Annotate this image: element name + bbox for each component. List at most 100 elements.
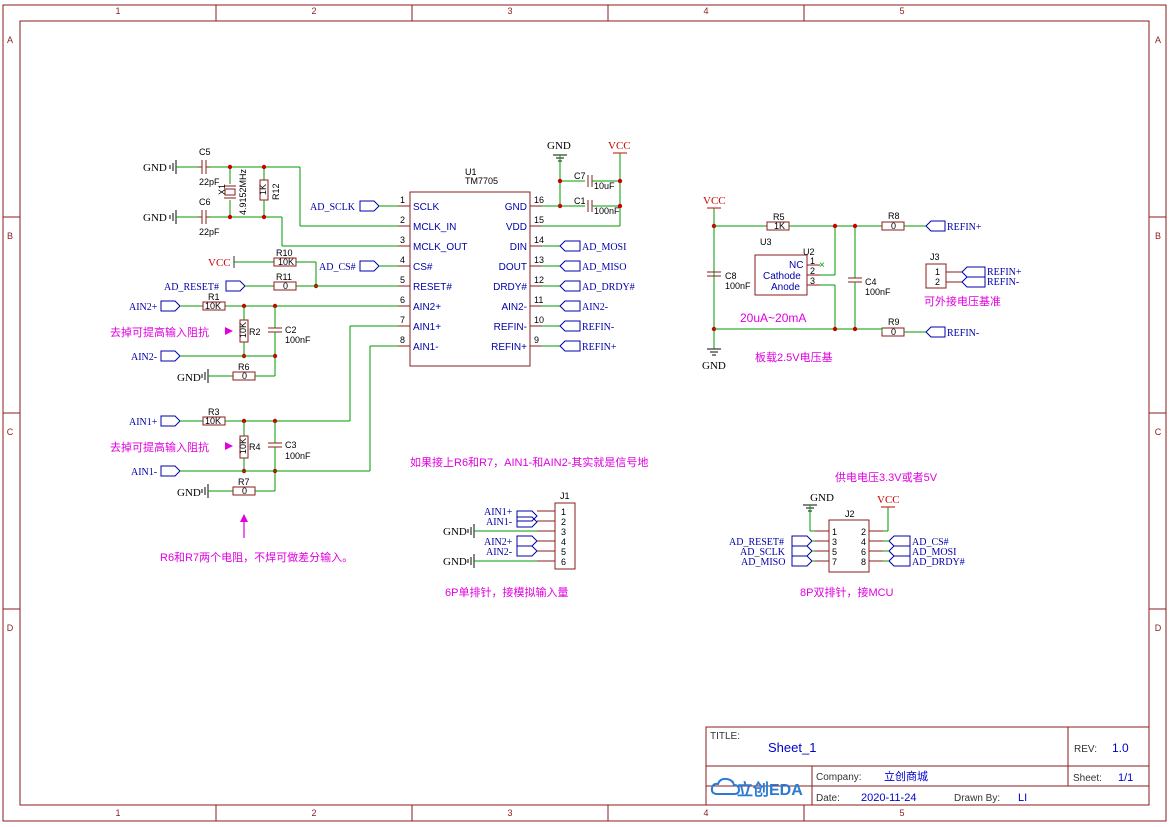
u1-pin-name: CS# [413,262,433,273]
u1-right-nets: GND VCC C7 10uF C1 100nF AD_MOSIAD_MISOA… [542,140,635,353]
frame-column-label: 2 [311,6,316,16]
c4-value: 100nF [865,287,891,297]
note-remove-r4: 去掉可提高输入阻抗 [110,440,209,454]
net-label: AD_RESET# [164,282,219,293]
note-remove-r2: 去掉可提高输入阻抗 [110,325,209,339]
r9-ref: R9 [888,317,900,327]
gnd-symbol-c6: GND [143,210,177,224]
u1-pin-name: RESET# [413,282,452,293]
r2-ref: R2 [249,327,261,337]
r11-ref: R11 [276,272,292,282]
frame-column-label: 5 [899,6,904,16]
u1-pin-number: 4 [400,255,405,265]
net-label: AIN2+ [129,302,158,313]
gnd-label: GND [443,526,467,538]
net-label: AIN1+ [129,417,158,428]
c7-value: 10uF [594,181,615,191]
rev-value: 1.0 [1112,741,1129,755]
frame-row-label: B [7,231,13,241]
net-ad-cs: AD_CS# [319,260,398,273]
frame-column-label: 2 [311,808,316,818]
title-label: TITLE: [710,731,740,742]
u1-pin-name: MCLK_OUT [413,242,467,253]
net-label: REFIN- [582,322,614,333]
j1-pin-number: 1 [561,507,566,517]
r12-ref: R12 [271,183,281,200]
note-j1: 6P单排针，接模拟输入量 [445,585,568,599]
u1-pin-name: REFIN- [494,322,527,333]
net-label: AD_SCLK [740,547,786,558]
ain1-input-network: AIN1+ R3 10K 10K R4 C3 100nF AIN1- GND R… [129,325,398,499]
x1-ref: X1 [217,184,227,195]
gnd-label: GND [810,492,834,504]
frame-row-label: B [1155,231,1161,241]
j2-pin-number: 4 [861,537,866,547]
j1-ref: J1 [560,491,570,501]
frame-column-label: 3 [507,6,512,16]
u1-pin-name: AIN1- [413,342,439,353]
lceda-logo: 立创EDA [710,777,803,799]
drawn-label: Drawn By: [954,793,1000,804]
u1-pin-number: 14 [534,235,544,245]
note-signal-ground: 如果接上R6和R7，AIN1-和AIN2-其实就是信号地 [410,455,648,469]
company-label: Company: [816,772,862,783]
r9-value: 0 [891,327,896,337]
u1-pin-number: 8 [400,335,405,345]
crystal-circuit: GND C5 22pF GND C6 22pF [143,147,398,247]
r7-value: 0 [242,486,247,496]
r7-ref: R7 [238,477,250,487]
net-label: AD_DRDY# [582,282,635,293]
title-block: TITLE: Sheet_1 REV: 1.0 Company: 立创商城 Sh… [705,726,1150,806]
logo-text: 立创EDA [737,780,803,799]
frame-row-label: D [1155,623,1162,633]
u1-pin-name: DRDY# [493,282,527,293]
u1-pin-number: 9 [534,335,539,345]
net-label: AD_DRDY# [912,557,965,568]
frame-column-label: 4 [703,808,708,818]
net-label: AD_CS# [912,537,949,548]
j3-pin-num: 1 [935,267,940,277]
u1-pin-name: REFIN+ [491,342,527,353]
u1-ref: U1 [465,167,477,177]
j3-ref: J3 [930,252,940,262]
r10-circuit: VCC R10 10K [208,248,319,289]
u3-ref: U3 [760,237,772,247]
r6-value: 0 [242,371,247,381]
c3-ref: C3 [285,440,297,450]
note-current-range: 20uA~20mA [740,311,806,325]
arrow-icon [225,442,233,450]
c1-value: 100nF [594,206,620,216]
r5-ref: R5 [773,212,785,222]
vcc-label: VCC [208,257,231,269]
u2-pin-num: 3 [810,276,815,286]
frame-column-label: 1 [115,6,120,16]
gnd-label: GND [702,360,726,372]
j3-pin-num: 2 [935,277,940,287]
u1-pin-name: AIN2- [501,302,527,313]
voltage-reference: VCC R5 1K U3 C8 100nF GND U2 NC Cathode … [702,195,982,372]
chip-u1: U1 TM7705 1SCLK2MCLK_IN3MCLK_OUT4CS#5RES… [398,167,544,367]
r1-ref: R1 [208,292,220,302]
u1-pin-name: SCLK [413,202,439,213]
company-value: 立创商城 [884,769,928,783]
u1-pin-number: 7 [400,315,405,325]
net-label: AIN1- [131,467,157,478]
u2-pin-nc: NC [789,260,803,271]
u1-pin-name: DIN [510,242,527,253]
u1-pin-number: 15 [534,215,544,225]
j2-pin-number: 2 [861,527,866,537]
j2-pin-number: 1 [832,527,837,537]
net-label: AD_MOSI [912,547,956,558]
date-value: 2020-11-24 [861,792,916,804]
r10-value: 10K [278,257,294,267]
u1-pin-name: GND [505,202,527,213]
note-onboard-ref: 板载2.5V电压基 [755,350,833,364]
u1-part: TM7705 [465,176,498,186]
c5-ref: C5 [199,147,211,157]
resistor-r12: 1K R12 [258,179,281,201]
u1-pin-number: 6 [400,295,405,305]
u1-pin-number: 12 [534,275,544,285]
c2-value: 100nF [285,335,311,345]
r3-value: 10K [205,416,221,426]
